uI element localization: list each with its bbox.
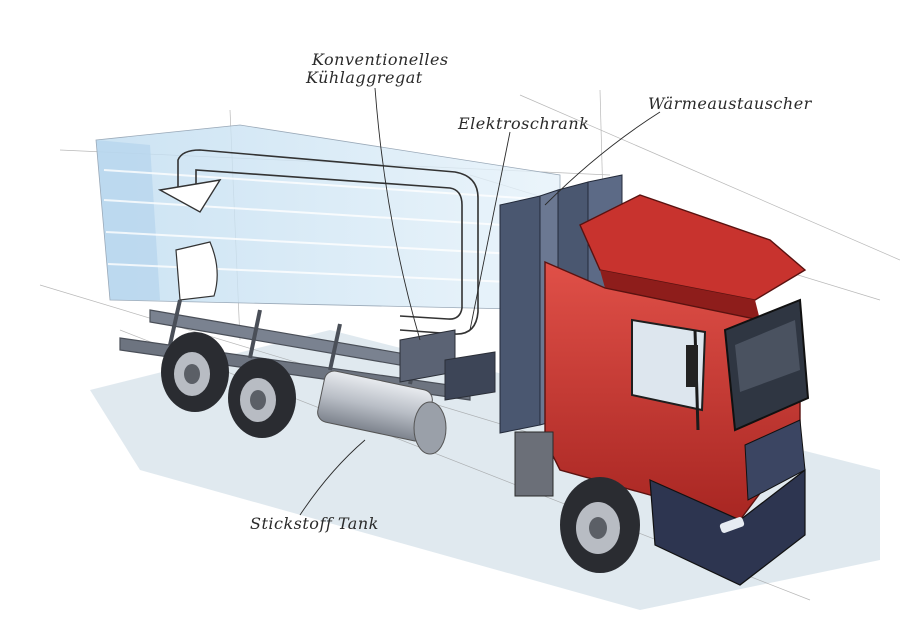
airflow-arrow-icon (157, 179, 222, 213)
air-guide-panel (175, 241, 218, 301)
front-wheel (560, 477, 640, 573)
truck-cab (514, 194, 810, 586)
label-conventional-unit-line2: Kühlaggregat (306, 68, 423, 87)
reefer-box (95, 124, 561, 311)
cab-side-window (631, 318, 707, 412)
rear-wheel-1 (161, 332, 229, 412)
label-heat-exchanger: Wärmeaustauscher (648, 94, 812, 113)
conventional-refrigeration-unit (399, 329, 496, 401)
label-conventional-unit-line1: Konventionelles (312, 50, 449, 69)
nitrogen-tank (317, 370, 447, 455)
label-nitrogen-tank: Stickstoff Tank (250, 514, 379, 533)
rear-wheel-2 (228, 358, 296, 438)
label-electrical-cabinet: Elektroschrank (458, 114, 590, 133)
leader-lines (299, 87, 661, 516)
